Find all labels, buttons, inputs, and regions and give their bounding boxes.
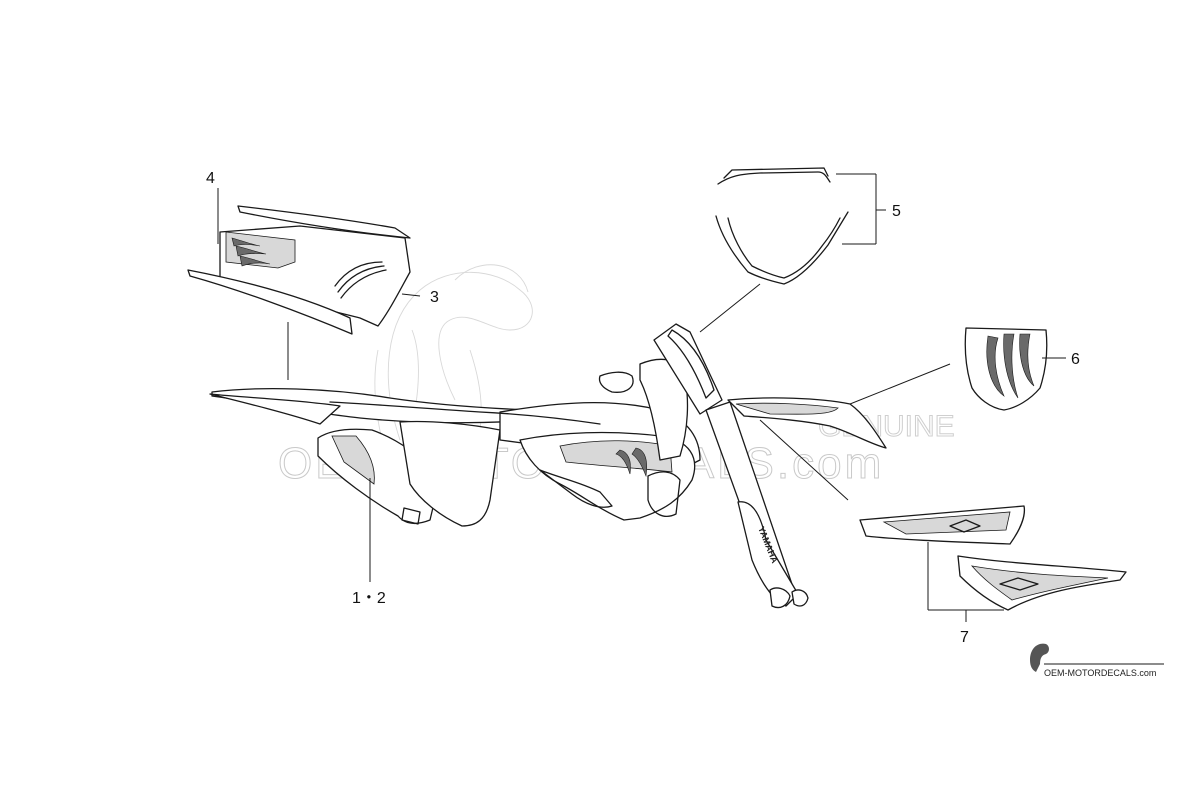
callout-6: 6	[1071, 351, 1080, 368]
rear-fender-decal-assembly	[187, 188, 421, 335]
watermark-mascot-outline	[374, 264, 533, 441]
front-fender-decal-set	[759, 419, 1127, 622]
callout-7: 7	[960, 629, 969, 646]
callout-3: 3	[430, 289, 439, 306]
callout-leaders	[287, 322, 371, 582]
callout-1-2: 1・2	[352, 590, 386, 607]
callout-4: 4	[206, 170, 215, 187]
brand-logo: OEM-MOTORDECALS.com	[1030, 643, 1164, 678]
claw-emblem-decal	[839, 327, 1066, 411]
callout-5: 5	[892, 203, 901, 220]
callout-numbers: 4 3 5 6 1・2 7	[206, 170, 1080, 646]
logo-text: OEM-MOTORDECALS.com	[1044, 668, 1156, 678]
front-fender-outline	[647, 397, 887, 517]
number-plate-decal	[699, 167, 886, 333]
bird-mascot-icon	[1030, 643, 1049, 672]
front-fork-assembly: YAMAHA	[653, 323, 809, 609]
motorcycle-body-outline	[209, 358, 701, 527]
